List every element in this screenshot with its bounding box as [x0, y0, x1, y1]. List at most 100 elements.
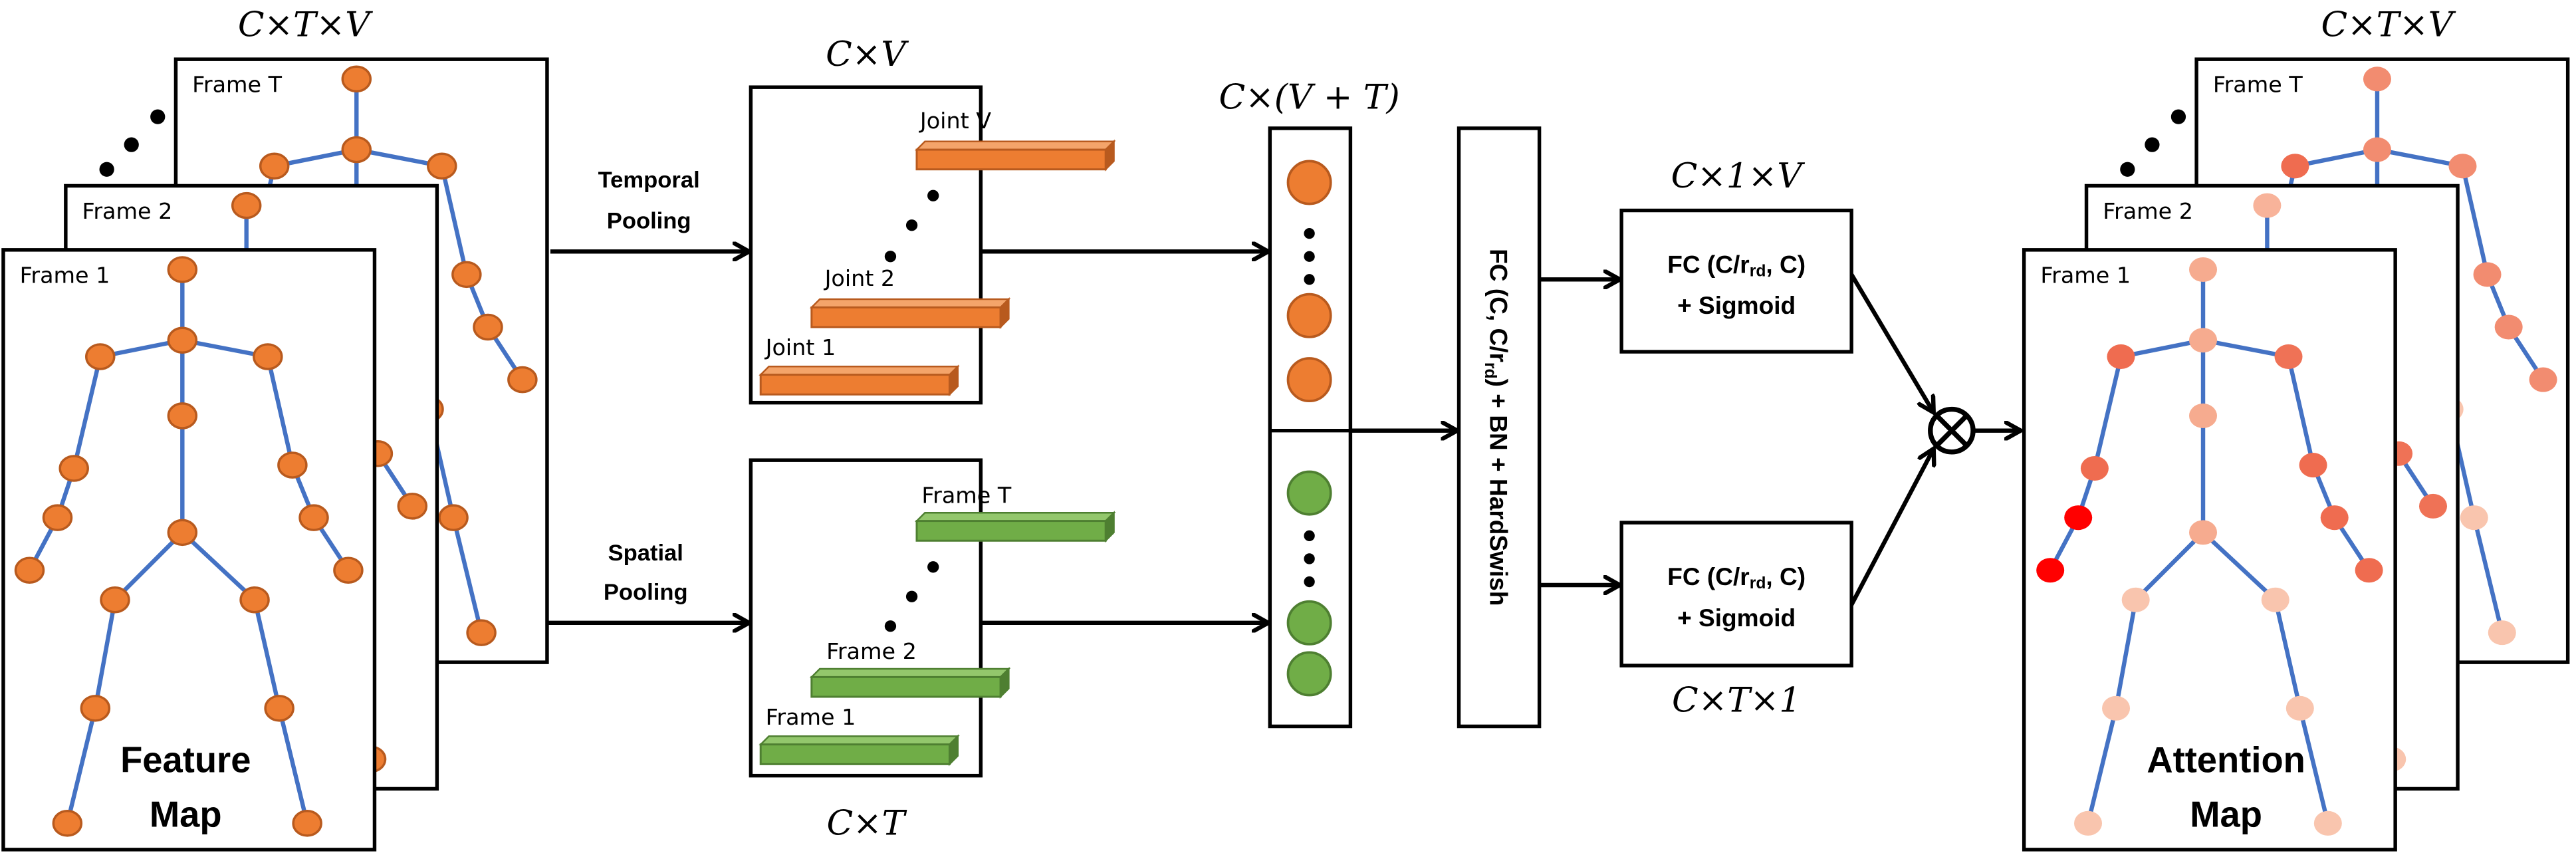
bone	[65, 707, 98, 824]
attention-map-title-2: Map	[2190, 794, 2262, 834]
bar-joint-2	[809, 297, 1011, 329]
joint-right-hand	[507, 366, 538, 394]
bone	[2085, 707, 2119, 824]
arrow-bottom-to-multiply	[1849, 449, 1934, 606]
joint-feature-circle	[1286, 160, 1332, 205]
joint-spine	[167, 402, 198, 429]
circled-times-icon	[1928, 406, 1976, 455]
bone	[2377, 147, 2464, 168]
frame-label: Frame T	[192, 72, 283, 98]
ellipsis-dots	[884, 189, 939, 263]
joint-left-hip	[100, 586, 130, 614]
bone	[113, 531, 184, 602]
bone	[451, 517, 484, 634]
spatial-pooling-label: Spatial	[608, 541, 683, 566]
joint-head	[2253, 193, 2282, 218]
joint-hip	[2189, 520, 2218, 545]
joint-right-elbow	[277, 451, 308, 479]
bar-label-joint-2: Joint 2	[824, 265, 895, 291]
joint-right-hand	[397, 493, 428, 520]
bar-joint-1	[759, 364, 960, 397]
bottom-branch-activation: + Sigmoid	[1677, 604, 1796, 632]
feature-map-title-2: Map	[150, 794, 222, 834]
joint-bars	[759, 139, 1116, 397]
spatial-pooling-label-2: Pooling	[604, 580, 688, 605]
frame-label: Frame 2	[2103, 198, 2193, 224]
joint-feature-circle	[1286, 357, 1332, 403]
joint-left-elbow	[2080, 455, 2109, 481]
frame-bars	[759, 511, 1116, 767]
joint-left-knee	[2102, 695, 2131, 721]
frame-label: Frame 2	[82, 198, 173, 224]
frame-1-panel: Frame 1 Feature Map	[1, 248, 377, 852]
joint-left-hand	[2036, 558, 2065, 583]
joint-right-elbow	[2473, 262, 2502, 287]
bar-label-frame-2: Frame 2	[826, 638, 917, 664]
bone	[93, 599, 118, 709]
joint-right-knee	[264, 695, 294, 722]
bone	[252, 599, 282, 709]
joint-head	[2189, 257, 2218, 283]
bone	[277, 707, 310, 824]
joint-right-wrist	[473, 313, 503, 341]
bone	[2134, 531, 2205, 602]
bone	[2472, 517, 2504, 634]
ellipsis-dot	[1304, 576, 1315, 588]
joint-right-wrist	[2320, 505, 2349, 531]
joint-right-hand	[333, 556, 364, 584]
joint-left-wrist	[2064, 505, 2093, 531]
joint-right-knee	[2285, 695, 2314, 721]
joint-left-hand	[14, 556, 45, 584]
joint-left-knee	[80, 695, 111, 722]
feature-map-dims: C×T×V	[238, 5, 373, 45]
joint-head	[2363, 66, 2391, 92]
concat-dims: C×(V + T)	[1219, 77, 1400, 117]
frame-feature-circle	[1286, 651, 1332, 697]
ellipsis-dots	[884, 561, 939, 632]
joint-right-hip	[239, 586, 270, 614]
frame-label: Frame 1	[2040, 262, 2131, 288]
ellipsis-dot	[1304, 227, 1315, 239]
bar-frame-2	[809, 667, 1011, 699]
joint-left-elbow	[59, 455, 89, 482]
bone	[439, 166, 469, 275]
frame-feature-circle	[1286, 470, 1332, 516]
ellipsis-dots	[99, 109, 166, 177]
joint-left-foot	[52, 810, 83, 837]
bottom-branch-dims: C×T×1	[1672, 680, 1801, 720]
joint-left-shoulder	[259, 152, 290, 180]
joint-neck	[167, 326, 198, 354]
joint-right-wrist	[298, 504, 329, 531]
top-branch-activation: + Sigmoid	[1677, 291, 1796, 319]
top-branch-label: FC (C/rrd, C)	[1667, 250, 1806, 280]
joint-right-shoulder	[2448, 154, 2477, 179]
ellipsis-dot	[1304, 251, 1315, 262]
temporal-box-dims: C×V	[826, 35, 909, 74]
top-branch-box	[1619, 208, 1853, 354]
bone	[265, 356, 295, 466]
joint-hip	[167, 519, 198, 547]
concat-elements	[1286, 160, 1332, 697]
joint-right-shoulder	[253, 343, 283, 370]
joint-right-knee	[438, 504, 469, 531]
joint-left-foot	[2074, 810, 2103, 836]
shared-fc-box	[1457, 126, 1542, 729]
bone	[2201, 531, 2277, 602]
joint-right-elbow	[2299, 453, 2327, 478]
joint-neck	[2363, 137, 2391, 162]
bone	[2273, 599, 2302, 709]
bone	[72, 356, 102, 469]
bone	[2120, 338, 2204, 359]
joint-left-shoulder	[2281, 154, 2309, 179]
ellipsis-dot	[1304, 274, 1315, 285]
bone	[2286, 356, 2315, 466]
bone	[2460, 166, 2490, 275]
spatial-box-dims: C×T	[826, 804, 907, 844]
bone	[181, 531, 257, 602]
top-branch-dims: C×1×V	[1671, 156, 1806, 196]
attention-map-dims: C×T×V	[2321, 5, 2456, 45]
temporal-pooling-label-2: Pooling	[607, 209, 691, 234]
joint-right-hand	[2355, 558, 2383, 583]
joint-right-foot	[292, 810, 322, 837]
